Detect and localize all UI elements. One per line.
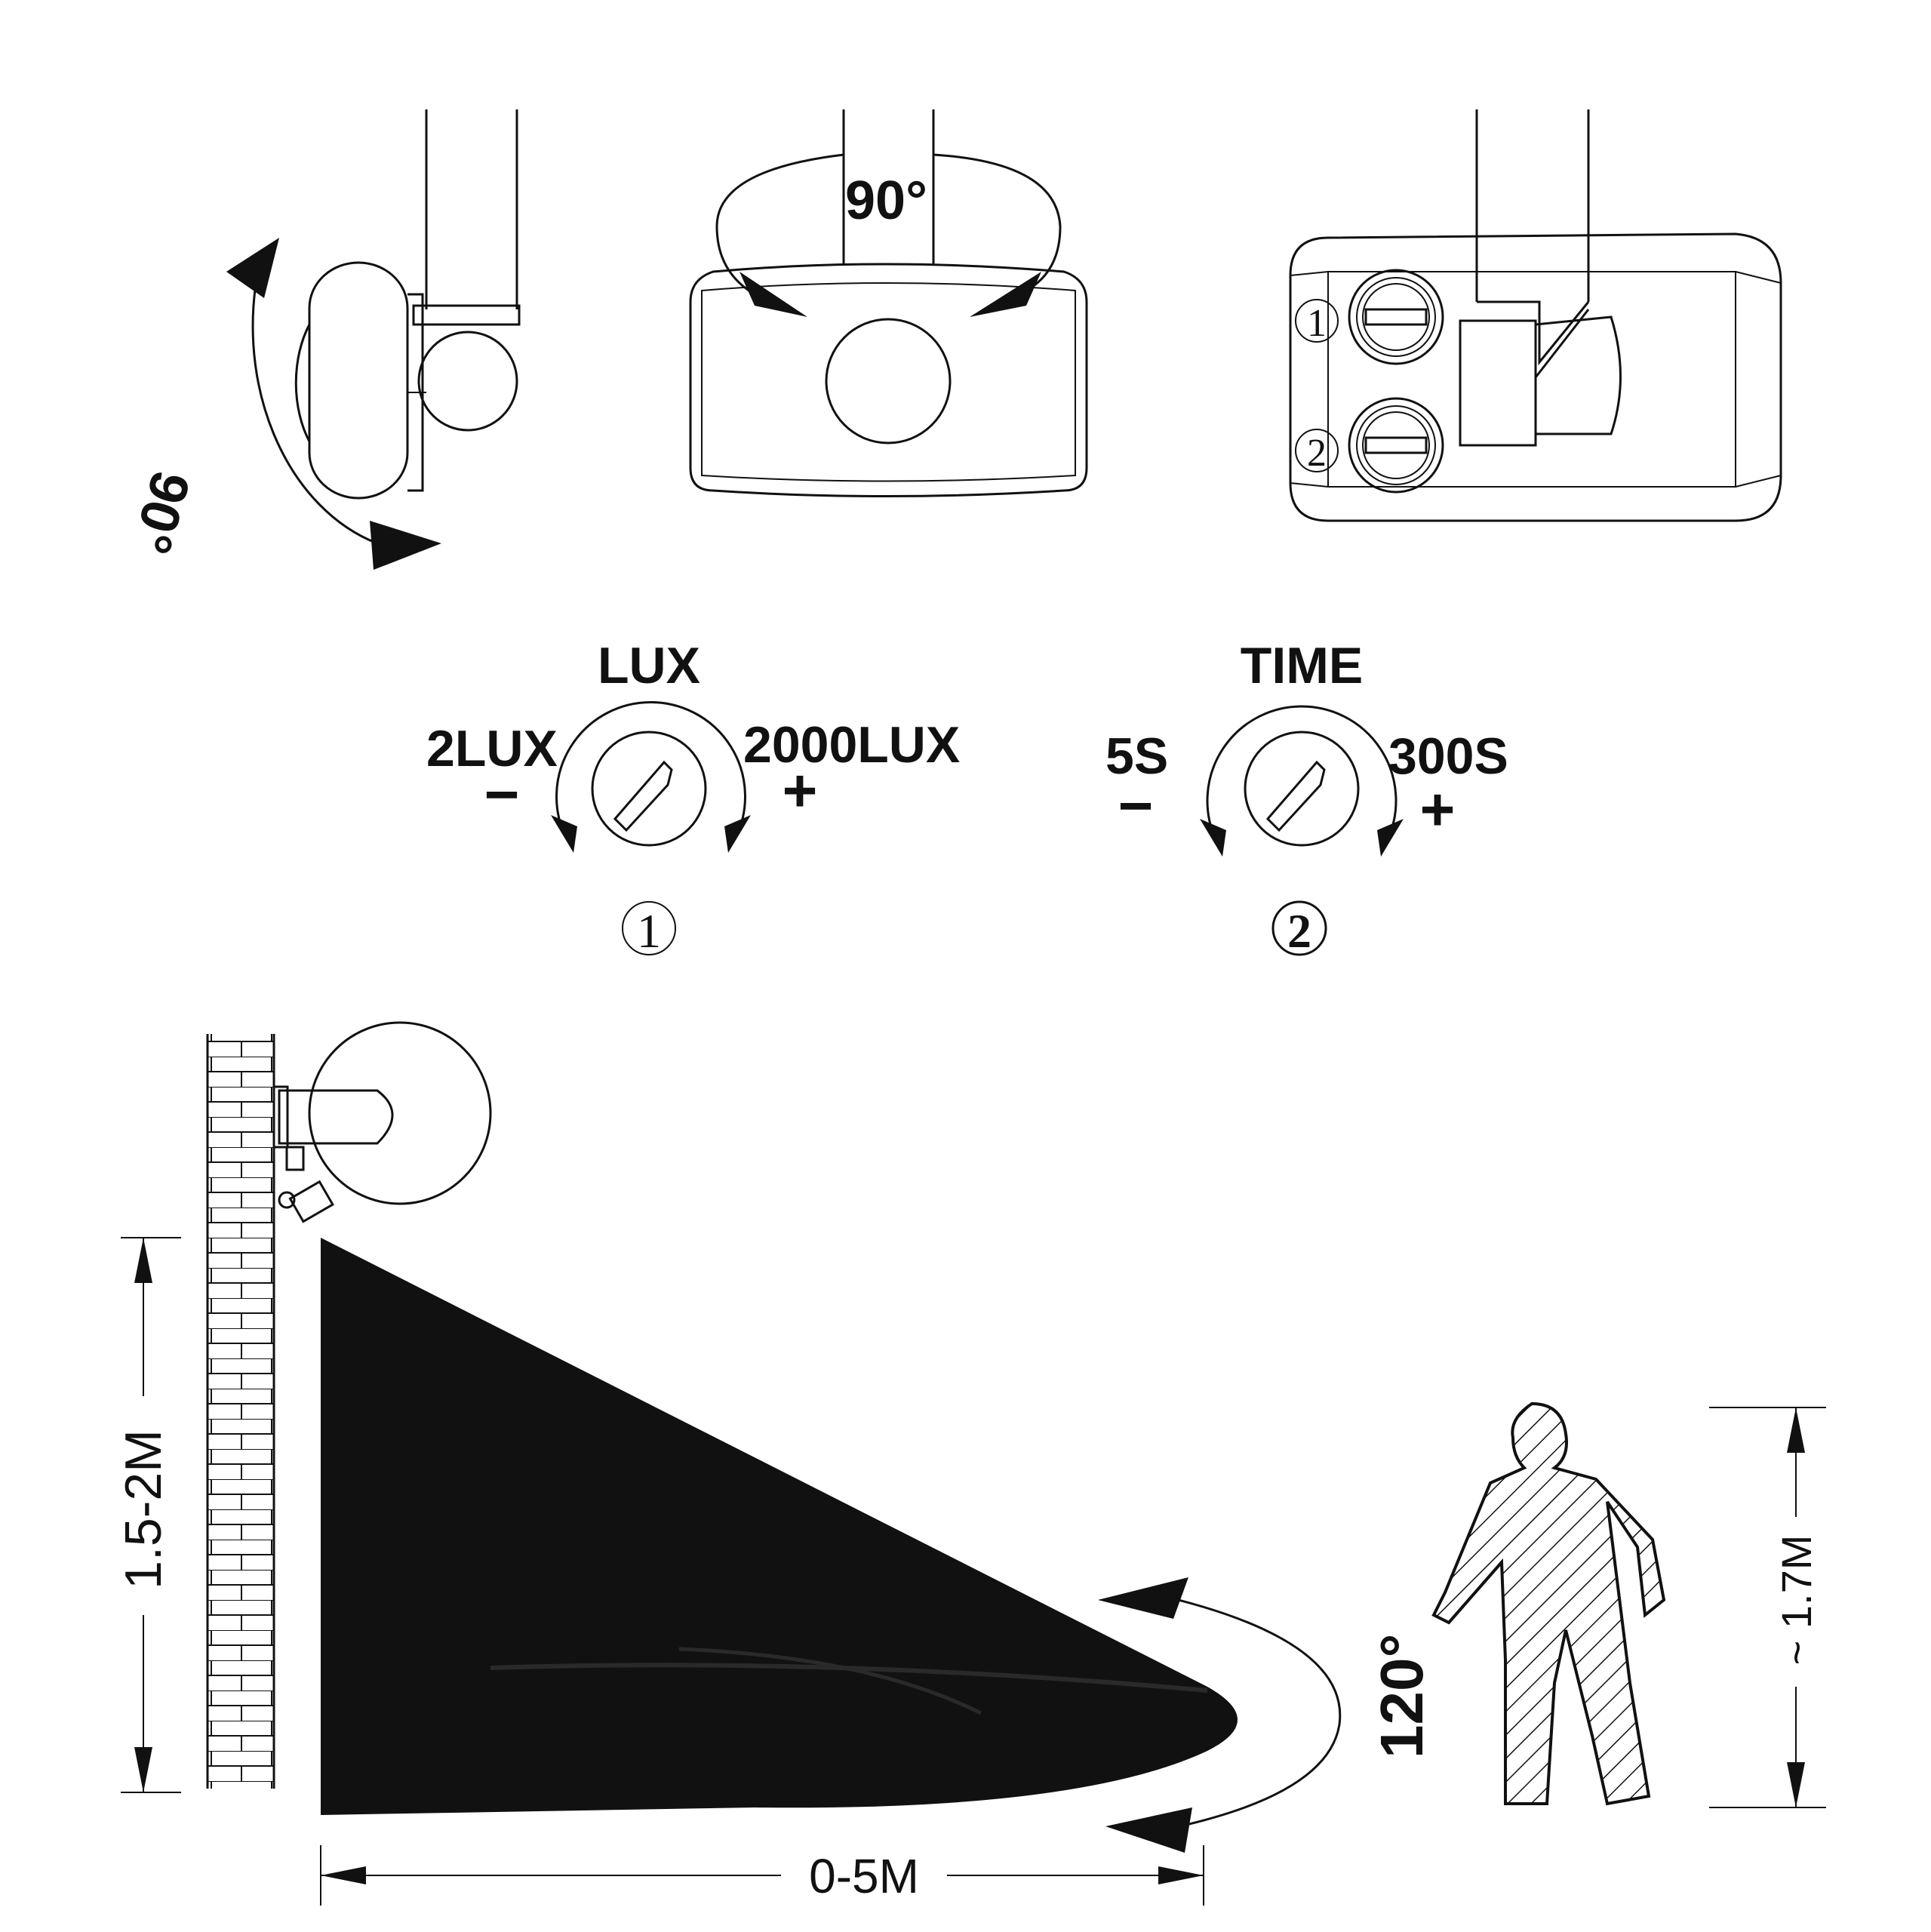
mount-height-label: 1.5-2M (115, 1429, 172, 1589)
arc-arrow-bottom-icon (1105, 1807, 1192, 1853)
lux-plus: + (783, 757, 818, 824)
person-height-dimension: ~ 1.7M (1709, 1407, 1826, 1808)
time-arrow-right-icon (1377, 819, 1404, 857)
time-number: 2 (1287, 904, 1311, 958)
lux-arrow-left-icon (551, 815, 577, 853)
lux-min-label: 2LUX (426, 720, 558, 777)
detection-angle-label: 120° (1368, 1634, 1435, 1758)
dim-arrow-right-icon (1158, 1866, 1204, 1884)
detection-distance-label: 0-5M (809, 1849, 919, 1903)
side-angle-label: 90° (121, 465, 201, 561)
time-title: TIME (1241, 637, 1363, 694)
arc-arrow-top-icon (1098, 1577, 1188, 1619)
lux-title: LUX (598, 637, 700, 694)
wall-lamp (272, 1021, 492, 1223)
time-minus: − (1118, 772, 1154, 839)
person-height-label: ~ 1.7M (1773, 1535, 1820, 1666)
arrow-right-icon (370, 521, 441, 570)
dim-arrow-up-icon (134, 1238, 152, 1283)
lux-max-label: 2000LUX (743, 716, 960, 774)
lux-dial: LUX 2LUX 2000LUX − + 1 (426, 637, 960, 958)
lux-arrow-right-icon (724, 815, 751, 853)
front-view-sensor: 90° (689, 109, 1088, 497)
detection-distance-dimension: 0-5M (320, 1845, 1204, 1906)
time-max-label: 300S (1388, 728, 1508, 785)
dim-arrow-left-icon (321, 1866, 366, 1884)
back-view-sensor: 1 2 (1289, 109, 1782, 522)
time-min-label: 5S (1105, 728, 1168, 785)
front-lens (825, 318, 952, 445)
arrow-right-down-icon (970, 272, 1041, 317)
detection-angle-arc: 120° (1098, 1577, 1435, 1853)
side-view-sensor: 90° (121, 109, 521, 570)
back-knob-1-number: 1 (1307, 302, 1327, 345)
lux-number: 1 (637, 904, 661, 958)
dim-arrow-down-icon (134, 1747, 152, 1792)
person-dim-arrow-down-icon (1787, 1762, 1805, 1807)
back-knob-2-number: 2 (1307, 432, 1327, 475)
time-dial: TIME 5S 300S − + 2 (1105, 637, 1508, 958)
lux-minus: − (484, 761, 520, 828)
arrow-left-down-icon (739, 272, 807, 317)
arrow-up-icon (226, 238, 279, 298)
brick-wall (206, 1034, 275, 1789)
person-dim-arrow-up-icon (1787, 1407, 1805, 1453)
knob-2 (1348, 397, 1444, 494)
mount-height-dimension: 1.5-2M (115, 1237, 181, 1793)
time-plus: + (1420, 776, 1456, 843)
front-angle-label: 90° (845, 171, 927, 231)
detection-zone (321, 1238, 1238, 1815)
person-figure (1431, 1401, 1666, 1806)
knob-1 (1348, 269, 1444, 365)
time-arrow-left-icon (1200, 819, 1226, 857)
